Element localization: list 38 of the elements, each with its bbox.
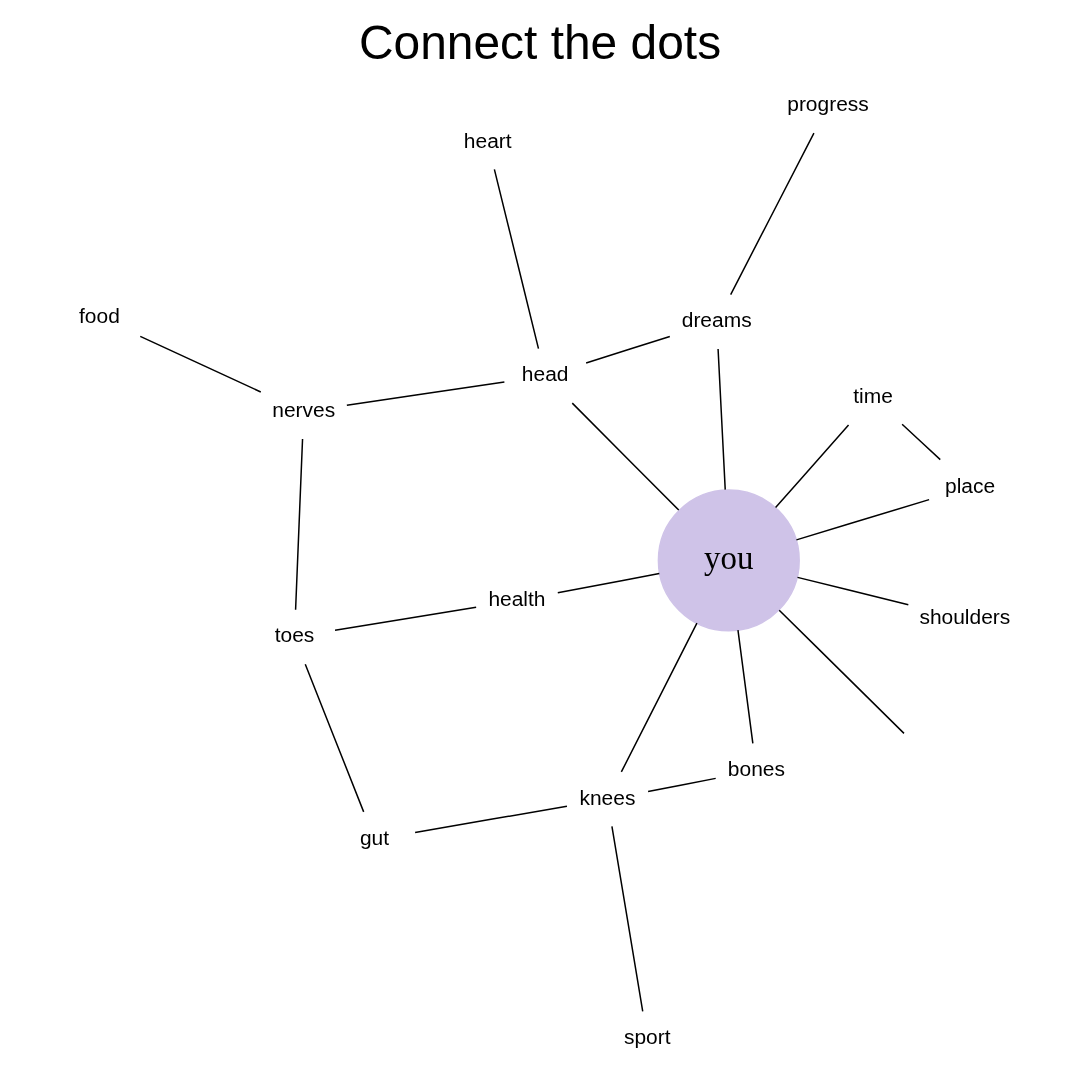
connector — [795, 498, 930, 541]
connector — [737, 629, 754, 745]
node-circle: you — [657, 489, 800, 632]
connector — [557, 572, 661, 594]
node-text: bones — [727, 757, 785, 781]
node-text: gut — [359, 825, 390, 849]
node-text: heart — [463, 128, 512, 152]
node-text: head — [521, 362, 569, 386]
node-text: place — [944, 473, 996, 497]
node-text: health — [488, 586, 546, 610]
node-text: shoulders — [919, 605, 1011, 629]
connector — [729, 132, 815, 296]
connector — [139, 335, 262, 393]
connector — [414, 805, 568, 834]
connector — [571, 402, 680, 511]
node-text: nerves — [272, 398, 336, 422]
node-text: dreams — [681, 308, 752, 332]
connector — [304, 663, 365, 813]
connector — [901, 423, 941, 461]
connector — [796, 576, 910, 606]
connector — [585, 335, 671, 364]
connector — [294, 438, 304, 611]
connector — [620, 622, 698, 773]
node-text: toes — [274, 623, 315, 647]
node-text: food — [79, 304, 120, 328]
diagram-title: Connect the dots — [358, 15, 722, 69]
connector — [334, 606, 477, 632]
node-text: knees — [579, 785, 636, 809]
node-text: time — [853, 383, 893, 407]
connector — [346, 381, 506, 407]
node-text: sport — [623, 1025, 671, 1049]
connector — [774, 424, 850, 509]
connector — [778, 609, 905, 735]
connector — [611, 825, 644, 1013]
connector — [647, 777, 717, 793]
connector — [493, 168, 540, 350]
connector — [717, 348, 726, 491]
node-text: progress — [787, 92, 869, 116]
